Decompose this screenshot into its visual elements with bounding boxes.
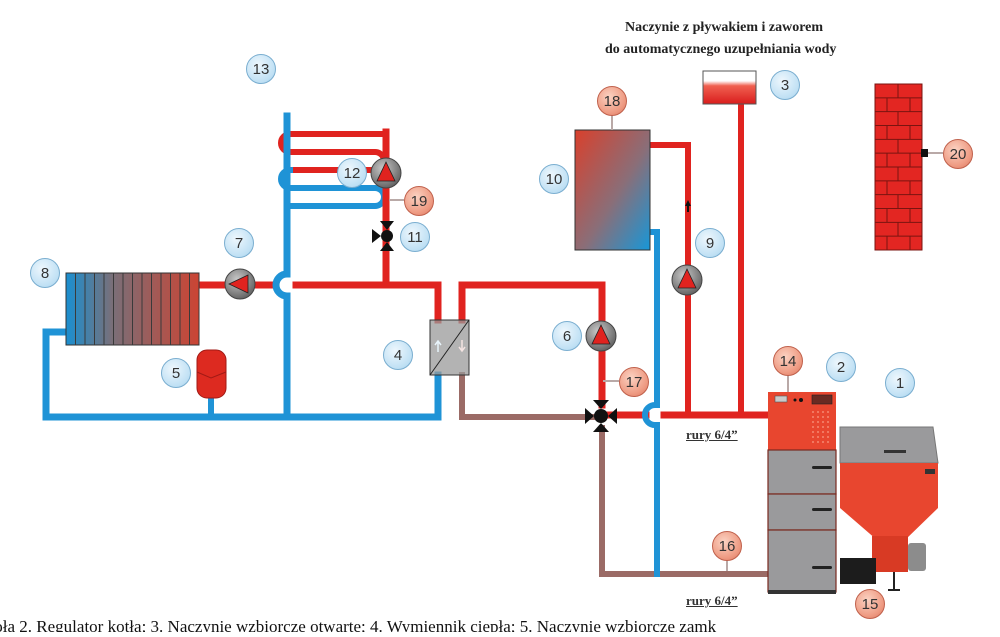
hot-water-tank: [574, 129, 651, 251]
vent-dot: [827, 411, 829, 413]
crossover-bump: [272, 270, 291, 300]
radiator: [65, 272, 200, 346]
legend-caption-text: cioła 2. Regulator kotła; 3. Naczynie wz…: [0, 617, 717, 632]
boiler: [767, 392, 939, 594]
sensor-badge-19: 19: [404, 186, 434, 216]
vent-dot: [822, 411, 824, 413]
pipe-size-label-lower: rury 6/4”: [686, 593, 738, 608]
legend-caption: cioła 2. Regulator kotła; 3. Naczynie wz…: [0, 614, 1000, 632]
outdoor-sensor: [921, 149, 928, 157]
flow-arrow-icon: [685, 200, 691, 212]
vent-dot: [817, 441, 819, 443]
dhw-supply: [647, 142, 691, 415]
four-way-valve: [585, 400, 617, 432]
dhw-crossover: [642, 401, 659, 429]
vent-dot: [812, 411, 814, 413]
heat-exchanger: [429, 319, 470, 376]
badge-4: 4: [383, 340, 413, 370]
pump-6: [585, 320, 617, 352]
sensor-badge-16: 16: [712, 531, 742, 561]
vent-dot: [817, 431, 819, 433]
vent-dot: [812, 416, 814, 418]
badge-9: 9: [695, 228, 725, 258]
vent-dot: [817, 436, 819, 438]
badge-11: 11: [400, 222, 430, 252]
vent-dot: [822, 431, 824, 433]
sensor-badge-20: 20: [943, 139, 973, 169]
badge-13: 13: [246, 54, 276, 84]
boiler-return: [599, 425, 771, 577]
badge-2: 2: [826, 352, 856, 382]
vent-dot: [822, 421, 824, 423]
open-expansion-vessel: [702, 70, 757, 105]
vent-dot: [827, 436, 829, 438]
vessel-title-line2: do automatycznego uzupełniania wody: [605, 42, 837, 57]
pump-7: [224, 268, 256, 300]
vent-dot: [827, 441, 829, 443]
main-hot-header-2: [292, 281, 442, 324]
pipe-size-label-upper: rury 6/4”: [686, 427, 738, 442]
badge-7: 7: [224, 228, 254, 258]
vent-dot: [822, 416, 824, 418]
floor-coil-hot: [278, 131, 388, 173]
vent-dot: [812, 436, 814, 438]
sensor-badge-17: 17: [619, 367, 649, 397]
vent-dot: [822, 441, 824, 443]
badge-8: 8: [30, 258, 60, 288]
exchanger-primary-loop: [459, 372, 595, 420]
sensor-badge-14: 14: [773, 346, 803, 376]
badge-10: 10: [539, 164, 569, 194]
vent-dot: [827, 426, 829, 428]
floor-coil-cold-2: [278, 166, 387, 209]
vent-dot: [827, 416, 829, 418]
badge-6: 6: [552, 321, 582, 351]
vent-dot: [812, 421, 814, 423]
mixing-valve-11: [372, 221, 394, 251]
sensor-badge-15: 15: [855, 589, 885, 619]
vent-dot: [827, 421, 829, 423]
vent-dot: [817, 416, 819, 418]
badge-1: 1: [885, 368, 915, 398]
vent-dot: [812, 431, 814, 433]
vessel-title-line1: Naczynie z pływakiem i zaworem: [625, 20, 824, 35]
closed-expansion-vessel: [196, 349, 227, 399]
brick-wall: [874, 83, 923, 251]
vent-dot: [822, 426, 824, 428]
boiler-controller: [811, 394, 833, 405]
vent-dot: [817, 411, 819, 413]
pump-12: [370, 157, 402, 189]
pump-9: [671, 264, 703, 296]
badge-5: 5: [161, 358, 191, 388]
vent-dot: [822, 436, 824, 438]
vent-dot: [812, 441, 814, 443]
dhw-return: [647, 229, 660, 408]
vent-dot: [817, 421, 819, 423]
badge-3: 3: [770, 70, 800, 100]
vent-dot: [817, 426, 819, 428]
vent-dot: [812, 426, 814, 428]
exchanger-primary-supply: [458, 281, 606, 409]
sensor-badge-18: 18: [597, 86, 627, 116]
badge-12: 12: [337, 158, 367, 188]
vent-dot: [827, 431, 829, 433]
radiator-return: [42, 328, 442, 421]
